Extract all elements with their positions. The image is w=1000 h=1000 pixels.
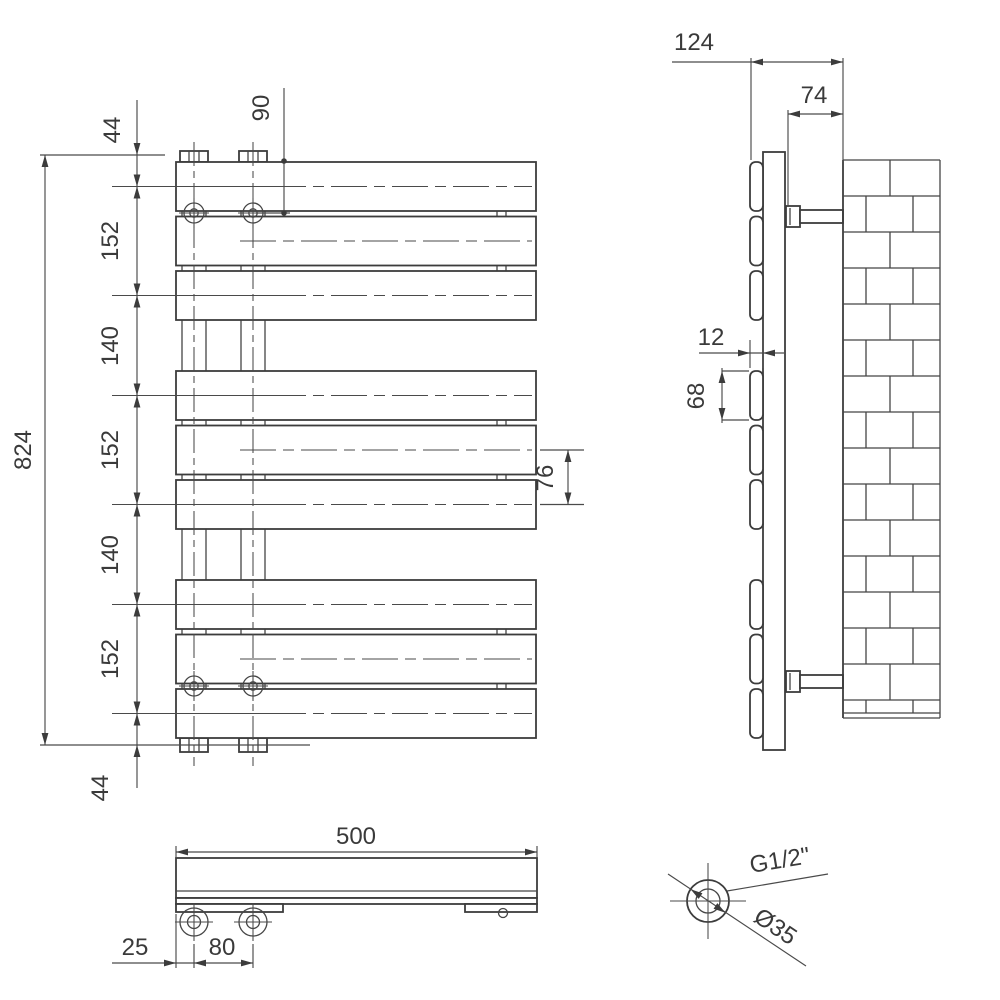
dim-overall-width-label: 500 (336, 823, 376, 850)
side-panel-slat (749, 633, 764, 685)
dimension-lines (40, 58, 844, 968)
dimension-arrowhead (133, 283, 141, 296)
dim-panel-pitch-label: 76 (532, 465, 559, 492)
dimension-arrowhead (194, 959, 206, 967)
dimension-arrowhead (690, 889, 703, 899)
dimension-dot (281, 210, 287, 216)
side-panel-slat (749, 270, 764, 321)
plan-radiator-body (175, 857, 538, 899)
dimension-line (667, 873, 807, 967)
plan-right-collector (464, 903, 538, 913)
plan-back-rail (175, 897, 538, 905)
dim-chain-152-c-label: 152 (97, 639, 124, 679)
dimension-arrowhead (751, 58, 763, 66)
plan-left-collector (175, 903, 284, 913)
dimension-arrowhead (133, 186, 141, 199)
side-panel-slat (749, 479, 764, 530)
wall-bracket-arm (799, 674, 844, 689)
wall-bracket-arm (799, 209, 844, 224)
dim-pipe-centres-label: 80 (209, 934, 236, 961)
dim-chain-44-top-label: 44 (99, 117, 126, 144)
dimension-arrowhead (718, 408, 726, 420)
dimension-arrowhead (41, 733, 49, 745)
dim-edge-to-pipe-label: 25 (122, 934, 149, 961)
dimension-arrowhead (564, 450, 572, 462)
collar-diameter-label: Ø35 (749, 903, 802, 951)
radiator-panel (175, 424, 537, 476)
wall-bracket-fitting (785, 670, 801, 693)
top-view-dimension-labels: 500 25 80 (122, 823, 376, 961)
front-view-panels (175, 161, 537, 739)
wall-brick-section (842, 159, 941, 719)
dimension-arrowhead (133, 745, 141, 757)
connection-detail (670, 863, 746, 939)
detail-labels: G1/2" Ø35 (748, 842, 812, 950)
dimension-arrowhead (564, 492, 572, 505)
dimension-arrowhead (763, 349, 775, 357)
side-panel-slat (749, 579, 764, 630)
side-view-dimension-labels: 124 74 12 68 (674, 29, 827, 409)
dimension-arrowhead (133, 713, 141, 726)
dimension-arrowhead (738, 349, 750, 357)
dim-chain-140-b-label: 140 (97, 535, 124, 575)
dimension-dot (281, 158, 287, 164)
dimension-arrowhead (133, 174, 141, 187)
dimension-arrowhead (176, 848, 188, 856)
side-panel-slat (749, 370, 764, 421)
dimension-arrowhead (133, 492, 141, 505)
front-view-dimension-labels: 824 44 152 140 152 140 152 44 90 76 (10, 95, 559, 802)
side-panel-slat (749, 215, 764, 267)
dimension-line (726, 873, 829, 892)
dim-chain-44-bottom-label: 44 (87, 775, 114, 802)
dimension-arrowhead (133, 592, 141, 605)
dimension-arrowhead (133, 383, 141, 396)
dim-overall-depth-label: 124 (674, 29, 714, 56)
dimension-arrowhead (133, 295, 141, 308)
dim-bracket-depth-label: 74 (801, 82, 828, 109)
side-panel-slat (749, 424, 764, 476)
dimension-arrowhead (525, 848, 537, 856)
side-panel-slat (749, 161, 764, 212)
dimension-arrowhead (41, 155, 49, 167)
radiator-panel (175, 215, 537, 267)
dimension-arrowhead (133, 604, 141, 617)
dim-chain-152-b-label: 152 (97, 430, 124, 470)
dimension-arrowhead (164, 959, 176, 967)
dimension-arrows (41, 58, 843, 967)
dim-bracket-offset-label: 90 (248, 95, 275, 122)
dimension-arrowhead (788, 110, 800, 118)
dimension-arrowhead (831, 110, 843, 118)
dim-overall-height-label: 824 (10, 430, 37, 470)
radiator-panel (175, 633, 537, 685)
dimension-arrowhead (831, 58, 843, 66)
dim-chain-152-a-label: 152 (97, 221, 124, 261)
dim-panel-height-label: 68 (683, 383, 710, 410)
dimension-arrowhead (133, 143, 141, 155)
side-panel-slat (749, 688, 764, 739)
dim-panel-thickness-label: 12 (698, 324, 725, 351)
top-view (175, 857, 538, 941)
thread-size-label: G1/2" (748, 842, 812, 879)
dimension-arrowhead (241, 959, 253, 967)
front-view-centerlines (112, 142, 532, 766)
side-view (749, 151, 844, 751)
dimension-arrowhead (133, 504, 141, 517)
plan-air-vent (497, 907, 509, 919)
side-back-plate (762, 151, 786, 751)
dimension-arrowhead (718, 371, 726, 383)
dimension-arrowhead (713, 903, 726, 913)
dimension-arrowhead (133, 701, 141, 714)
dim-chain-140-a-label: 140 (97, 326, 124, 366)
dimension-arrowhead (133, 395, 141, 408)
wall-bracket-fitting (785, 205, 801, 228)
